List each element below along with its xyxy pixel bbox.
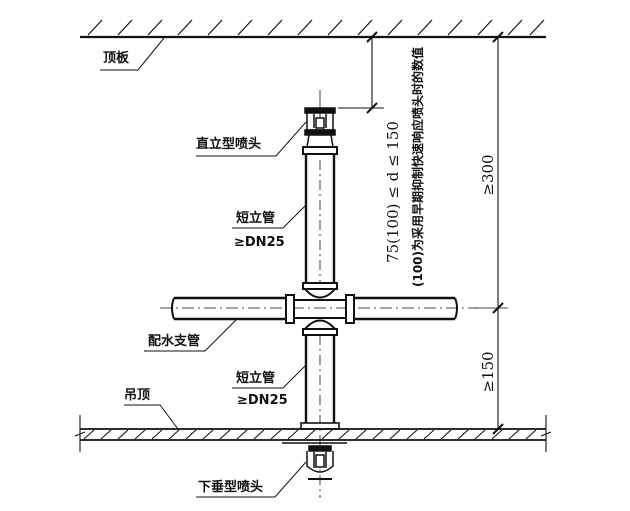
- upright-sprinkler: [302, 90, 338, 155]
- roof-slab: [80, 19, 546, 39]
- deflector-distance-dimension: [338, 31, 384, 114]
- upright-sprinkler-label: 直立型喷头: [196, 136, 261, 152]
- deflector-distance-note: (100)为采用早期抑制快速响应喷头时的数值: [410, 47, 425, 287]
- pendant-sprinkler: [306, 445, 334, 480]
- branch-to-ceiling-label: ≥150: [479, 351, 497, 392]
- slab-to-branch-label: ≥300: [479, 154, 497, 195]
- branch-pipe-callout: 配水支管: [144, 319, 237, 352]
- pendant-sprinkler-callout: 下垂型喷头: [196, 461, 307, 498]
- upper-riser-label: 短立管: [236, 210, 275, 226]
- ceiling-callout: 吊顶: [124, 388, 179, 430]
- upper-riser-callout: 短立管 ≥DN25: [232, 204, 307, 250]
- deflector-distance-label: 75(100) ≤ d ≤ 150: [384, 121, 402, 263]
- cross-fitting: [285, 282, 355, 336]
- suspended-ceiling: [74, 415, 552, 452]
- upper-short-riser: [304, 154, 336, 290]
- roof-slab-callout: 顶板: [100, 37, 165, 71]
- upper-riser-size-label: ≥DN25: [234, 235, 285, 250]
- branch-pipe: [160, 296, 478, 321]
- lower-riser-label: 短立管: [236, 370, 275, 386]
- lower-riser-size-label: ≥DN25: [237, 393, 288, 408]
- ceiling-label: 吊顶: [124, 388, 150, 403]
- lower-riser-callout: 短立管 ≥DN25: [232, 364, 307, 408]
- lower-short-riser: [300, 335, 340, 498]
- branch-pipe-label: 配水支管: [148, 333, 200, 349]
- pendant-sprinkler-label: 下垂型喷头: [198, 479, 263, 495]
- roof-slab-label: 顶板: [103, 50, 130, 66]
- upright-sprinkler-callout: 直立型喷头: [196, 121, 307, 157]
